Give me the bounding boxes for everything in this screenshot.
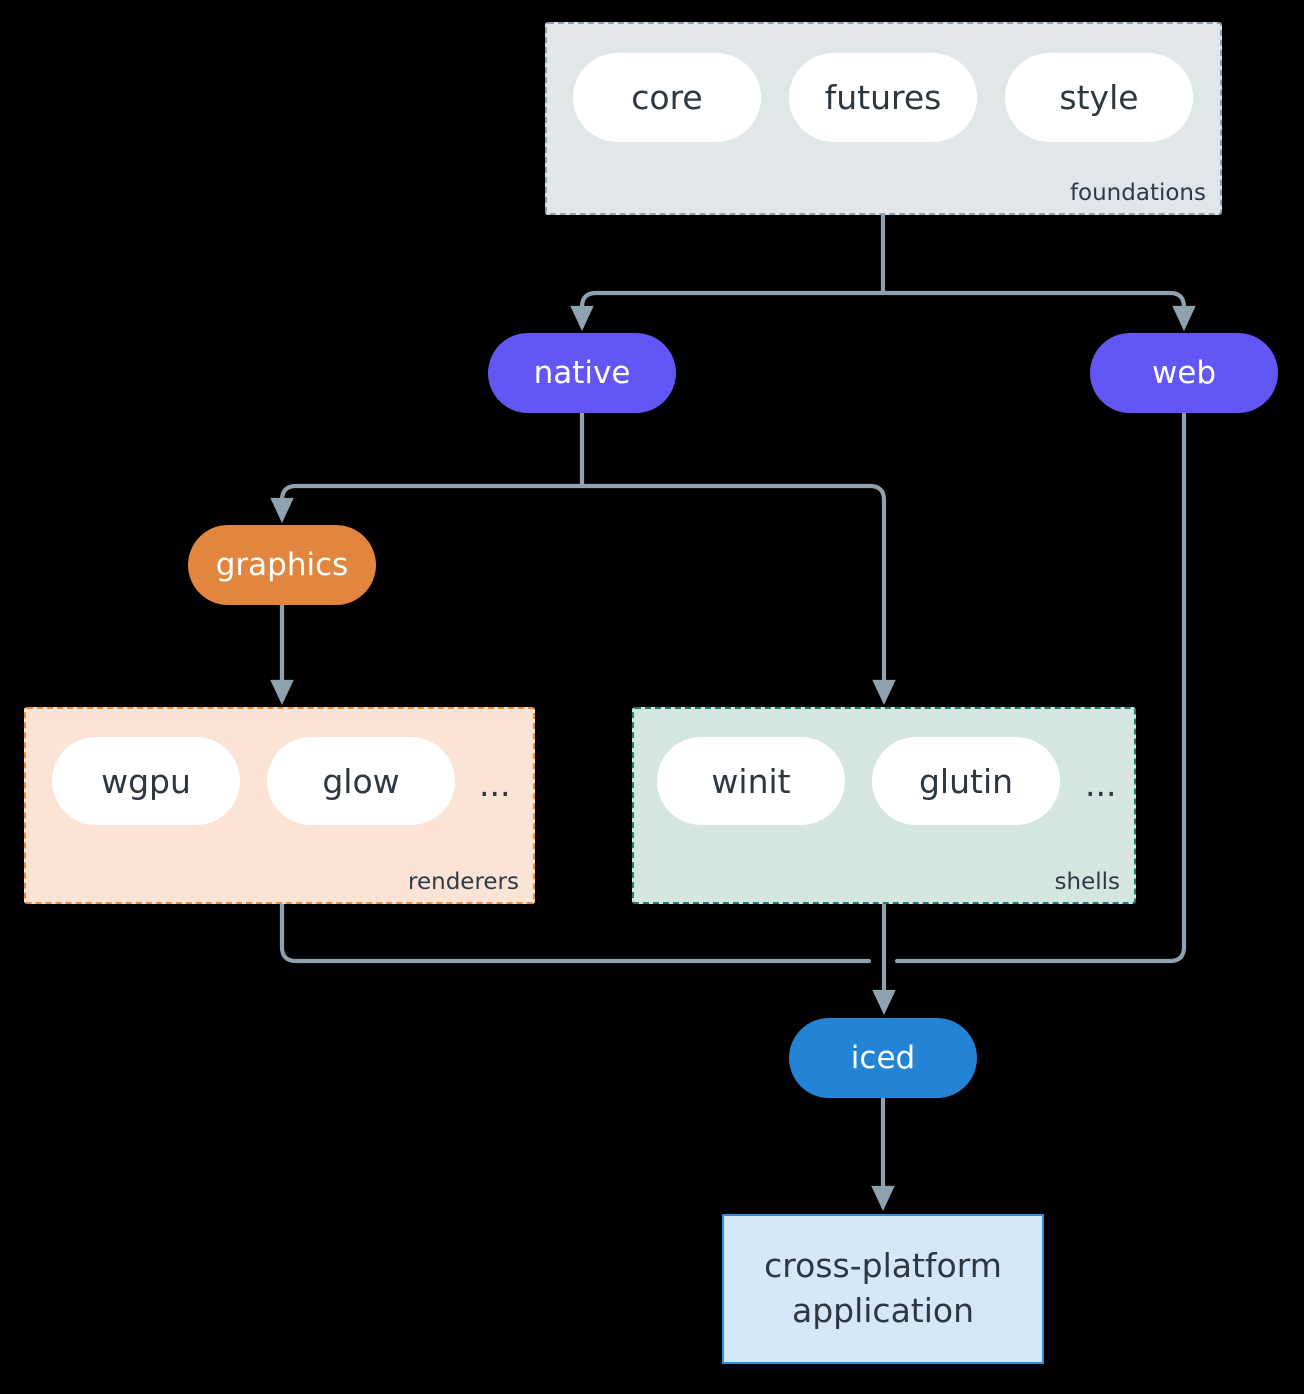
node-iced-label: iced [850, 1040, 916, 1076]
shells-more-ellipsis: ... [1085, 765, 1117, 804]
node-web-label: web [1151, 355, 1217, 391]
node-cross-platform-application[interactable]: cross-platform application [722, 1214, 1044, 1364]
edge-renderers-to-bus [279, 901, 872, 964]
node-native[interactable]: native [488, 333, 676, 413]
cluster-renderers-label: renderers [408, 869, 519, 895]
application-label-line2: application [791, 1291, 975, 1330]
cluster-shells-label: shells [1054, 869, 1120, 895]
node-futures[interactable]: futures [789, 53, 977, 142]
node-core-label: core [631, 78, 703, 117]
node-glutin-label: glutin [918, 761, 1014, 801]
node-winit-label: winit [711, 761, 791, 801]
renderers-more-ellipsis: ... [479, 765, 511, 804]
application-label-line1: cross-platform [764, 1246, 1002, 1286]
node-iced[interactable]: iced [789, 1018, 977, 1098]
node-style[interactable]: style [1005, 53, 1193, 142]
node-wgpu-label: wgpu [101, 761, 191, 801]
node-graphics[interactable]: graphics [188, 525, 376, 605]
node-glutin[interactable]: glutin [872, 737, 1060, 825]
node-native-label: native [533, 355, 631, 391]
node-glow[interactable]: glow [267, 737, 455, 825]
node-wgpu[interactable]: wgpu [52, 737, 240, 825]
node-winit[interactable]: winit [657, 737, 845, 825]
node-web[interactable]: web [1090, 333, 1278, 413]
node-glow-label: glow [322, 761, 400, 801]
edge-native-to-graphics [270, 483, 585, 524]
node-graphics-label: graphics [215, 547, 349, 583]
edge-native-to-shells [579, 483, 896, 706]
node-style-label: style [1059, 78, 1139, 117]
edge-foundations-to-web [880, 290, 1196, 332]
node-futures-label: futures [824, 78, 942, 117]
edge-foundations-to-native [570, 290, 886, 332]
node-core[interactable]: core [573, 53, 761, 142]
cluster-foundations-label: foundations [1069, 180, 1206, 206]
